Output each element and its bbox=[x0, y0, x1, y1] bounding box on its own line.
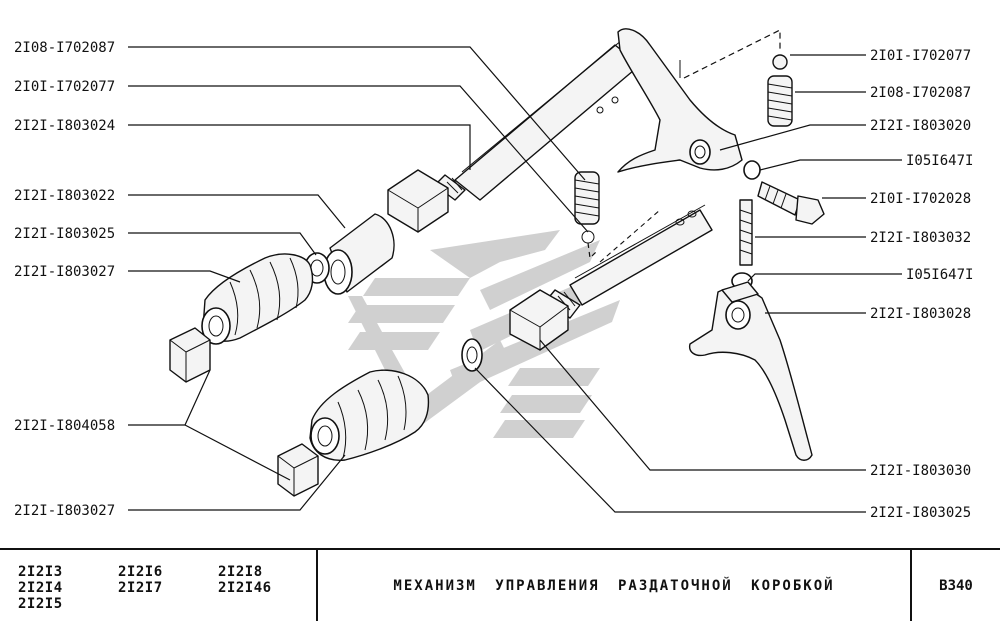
label-2121-1803024: 2I2I-I803024 bbox=[14, 118, 115, 134]
lower-clevis-block bbox=[509, 289, 569, 351]
label-2101-1702028: 2I0I-I702028 bbox=[870, 191, 971, 207]
model-code: 2I2I3 bbox=[18, 564, 63, 580]
diagram-title: МЕХАНИЗМ УПРАВЛЕНИЯ РАЗДАТОЧНОЙ КОРОБКОЙ bbox=[393, 577, 835, 594]
sheet-code: B340 bbox=[939, 577, 973, 594]
fork-stud bbox=[739, 199, 753, 266]
leader-lines-right bbox=[474, 54, 902, 513]
lock-washer-upper bbox=[743, 160, 761, 180]
upper-shift-rod bbox=[434, 39, 641, 201]
label-2108-1702087-right: 2I08-I702087 bbox=[870, 85, 971, 101]
label-2121-1803025-left: 2I2I-I803025 bbox=[14, 226, 115, 242]
lower-shift-fork bbox=[688, 281, 813, 461]
model-list: 2I2I3 2I2I4 2I2I5 2I2I6 2I2I7 2I2I8 2I2I… bbox=[0, 550, 318, 621]
label-2108-1702087-left: 2I08-I702087 bbox=[14, 40, 115, 56]
detent-ball-icon bbox=[772, 54, 788, 70]
label-1051647-lower: I05I647I bbox=[906, 267, 973, 283]
label-2121-1803027-upper: 2I2I-I803027 bbox=[14, 264, 115, 280]
label-2121-1803028: 2I2I-I803028 bbox=[870, 306, 971, 322]
title-cell: МЕХАНИЗМ УПРАВЛЕНИЯ РАЗДАТОЧНОЙ КОРОБКОЙ bbox=[318, 550, 912, 621]
boot-lower bbox=[309, 369, 430, 461]
model-code: 2I2I4 bbox=[18, 580, 63, 596]
fork-bolt bbox=[757, 181, 825, 225]
label-2121-1803020: 2I2I-I803020 bbox=[870, 118, 971, 134]
upper-detent-guide bbox=[683, 29, 781, 79]
sheet-cell: B340 bbox=[912, 550, 1000, 621]
labels-left: 2I08-I702087 2I0I-I702077 2I2I-I803024 2… bbox=[14, 40, 115, 519]
boot-upper bbox=[201, 253, 314, 345]
washer-lower-hole bbox=[466, 346, 478, 364]
label-2121-1803032: 2I2I-I803032 bbox=[870, 230, 971, 246]
label-1051647-upper: I05I647I bbox=[906, 153, 973, 169]
label-2121-1803022: 2I2I-I803022 bbox=[14, 188, 115, 204]
detent-spring-left bbox=[574, 171, 600, 225]
watermark-logo bbox=[348, 230, 620, 438]
model-code: 2I2I7 bbox=[118, 580, 163, 596]
clip-lower bbox=[277, 443, 319, 497]
model-code: 2I2I8 bbox=[218, 564, 263, 580]
leader-lines-left bbox=[128, 46, 589, 511]
clip-upper bbox=[169, 327, 211, 383]
label-2101-1702077-right: 2I0I-I702077 bbox=[870, 48, 971, 64]
model-code: 2I2I5 bbox=[18, 596, 63, 612]
exploded-parts-diagram: 2I08-I702087 2I0I-I702077 2I2I-I803024 2… bbox=[14, 28, 973, 521]
upper-clevis-block bbox=[387, 169, 449, 233]
label-2121-1803025-right: 2I2I-I803025 bbox=[870, 505, 971, 521]
title-block: 2I2I3 2I2I4 2I2I5 2I2I6 2I2I7 2I2I8 2I2I… bbox=[0, 548, 1000, 621]
label-2121-1803027-lower: 2I2I-I803027 bbox=[14, 503, 115, 519]
label-2121-1803030: 2I2I-I803030 bbox=[870, 463, 971, 479]
label-2101-1702077-left: 2I0I-I702077 bbox=[14, 79, 115, 95]
label-2121-1804058: 2I2I-I804058 bbox=[14, 418, 115, 434]
upper-shift-fork bbox=[617, 28, 743, 173]
washer-lower bbox=[461, 338, 483, 372]
detent-spring-right bbox=[767, 75, 793, 127]
model-code: 2I2I46 bbox=[218, 580, 272, 596]
bushing bbox=[323, 213, 395, 295]
detent-ball-left-icon bbox=[581, 230, 595, 244]
model-code: 2I2I6 bbox=[118, 564, 163, 580]
labels-right: 2I0I-I702077 2I08-I702087 2I2I-I803020 I… bbox=[870, 48, 973, 521]
